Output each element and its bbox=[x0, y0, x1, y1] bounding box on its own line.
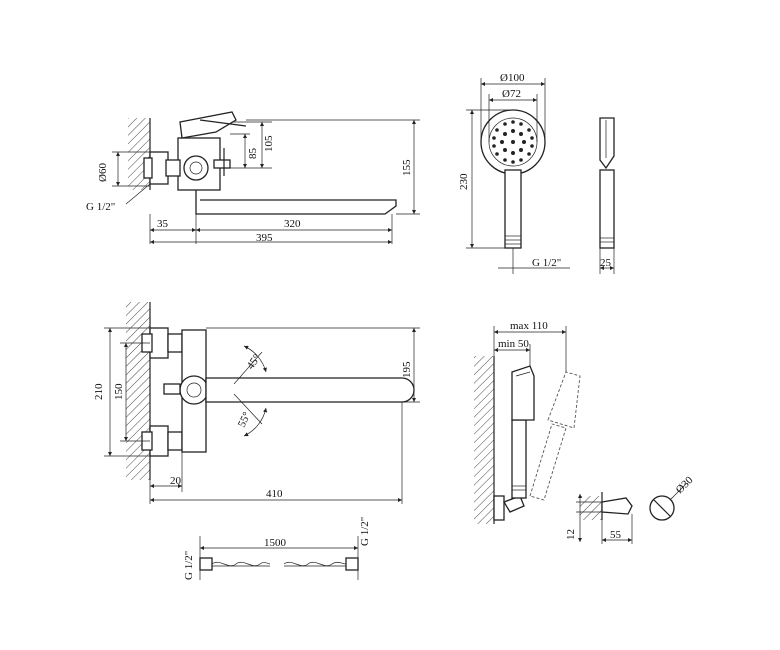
dim-12: 12 bbox=[565, 529, 577, 540]
dim-g12-hose-left: G 1/2" bbox=[183, 551, 195, 580]
dim-395: 395 bbox=[256, 232, 273, 244]
dim-max110: max 110 bbox=[510, 320, 548, 332]
dim-d60: Ø60 bbox=[97, 163, 109, 182]
holder-view bbox=[474, 326, 687, 544]
dim-d100: Ø100 bbox=[500, 72, 525, 84]
dim-85: 85 bbox=[247, 148, 259, 160]
wall-hatch-front bbox=[126, 302, 150, 480]
dim-20: 20 bbox=[170, 475, 182, 487]
wall-hatch-holder bbox=[474, 356, 494, 524]
hose-view bbox=[199, 536, 359, 580]
mixer-front-view bbox=[104, 302, 420, 504]
shower-head-view bbox=[466, 78, 615, 274]
wall-hatch bbox=[128, 118, 150, 190]
dim-angle-55: 55° bbox=[236, 410, 253, 429]
dim-210: 210 bbox=[93, 383, 105, 400]
dim-25: 25 bbox=[600, 257, 612, 269]
dim-g12-hose-right: G 1/2" bbox=[359, 517, 371, 546]
dim-150: 150 bbox=[113, 383, 125, 400]
dim-320: 320 bbox=[284, 218, 301, 230]
mixer-side-view bbox=[112, 111, 420, 245]
dim-410: 410 bbox=[266, 488, 283, 500]
dim-min50: min 50 bbox=[498, 338, 529, 350]
dim-g12-inlet: G 1/2" bbox=[86, 201, 115, 213]
dim-g12-head: G 1/2" bbox=[532, 257, 561, 269]
dim-155: 155 bbox=[401, 159, 413, 176]
dim-1500: 1500 bbox=[264, 537, 287, 549]
dim-230: 230 bbox=[458, 173, 470, 190]
dim-55: 55 bbox=[610, 529, 622, 541]
dim-d72: Ø72 bbox=[502, 88, 521, 100]
dim-195: 195 bbox=[401, 361, 413, 378]
dim-105: 105 bbox=[263, 135, 275, 152]
dim-35: 35 bbox=[157, 218, 169, 230]
